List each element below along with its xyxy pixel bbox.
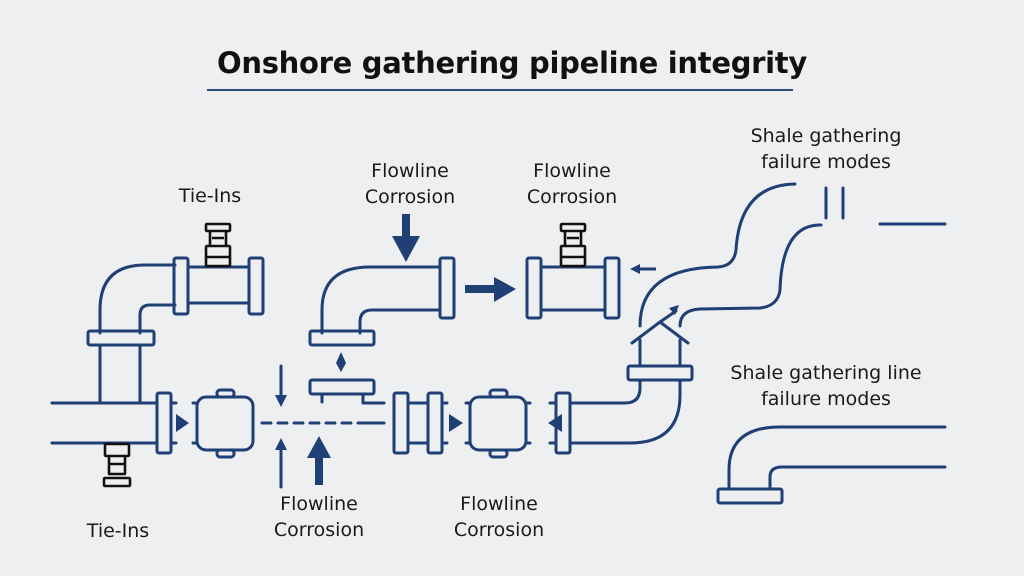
flange <box>308 378 376 396</box>
diagram-title: Onshore gathering pipeline integrity <box>217 46 807 80</box>
spool-pipe <box>186 265 251 305</box>
flange <box>426 391 444 455</box>
flange <box>247 256 265 316</box>
flange <box>86 329 156 347</box>
gate-valve-icon <box>559 222 587 268</box>
arrow-left-icon <box>630 264 640 274</box>
gate-valve-icon <box>102 442 132 488</box>
flow-arrow-right-icon <box>465 277 516 302</box>
flange <box>172 256 190 316</box>
arrow-head-up <box>275 438 287 450</box>
elbow-top-left <box>98 263 177 335</box>
title-underline <box>207 89 793 91</box>
label-flowline-corrosion-top-left: Flowline Corrosion <box>364 160 456 208</box>
label-flowline-corrosion-bottom-right: Flowline Corrosion <box>453 493 545 541</box>
arrow-head <box>669 305 679 315</box>
label-flowline-corrosion-top-right: Flowline Corrosion <box>526 160 618 208</box>
flange <box>438 256 456 320</box>
break-marker <box>824 186 845 220</box>
riser-pipe <box>98 343 142 405</box>
elbow-bottom-right <box>727 425 947 491</box>
flange-stub <box>169 401 178 445</box>
flow-arrow-icon <box>548 414 562 432</box>
label-shale-gathering-failure-modes: Shale gathering failure modes <box>750 125 902 173</box>
pipe-fitting-icon <box>191 388 255 459</box>
flange <box>626 364 694 382</box>
pipe-fitting-icon <box>464 388 532 459</box>
label-flowline-corrosion-bottom-left: Flowline Corrosion <box>273 493 365 541</box>
flange <box>308 329 376 347</box>
s-bend-pipe <box>638 182 823 328</box>
flange <box>155 391 173 455</box>
label-shale-gathering-line-failure-modes: Shale gathering line failure modes <box>730 362 922 410</box>
header-pipe <box>50 401 159 445</box>
flow-arrow-icon <box>449 414 463 432</box>
label-tie-ins-top: Tie-Ins <box>178 185 242 207</box>
diamond-marker-icon <box>336 352 346 372</box>
label-tie-ins-bottom: Tie-Ins <box>86 520 150 542</box>
arrow-head-down <box>275 395 287 407</box>
gate-valve-icon <box>204 222 232 268</box>
flow-arrow-icon <box>176 414 189 432</box>
flange <box>603 256 621 320</box>
elbow-right <box>568 378 682 445</box>
spool-pipe <box>539 265 607 312</box>
flange <box>525 256 543 320</box>
flange <box>716 487 784 505</box>
elbow-top-middle <box>320 265 442 335</box>
corrosion-arrow-down-icon <box>392 214 420 262</box>
corrosion-arrow-up-icon <box>307 436 331 485</box>
flange <box>392 391 410 455</box>
